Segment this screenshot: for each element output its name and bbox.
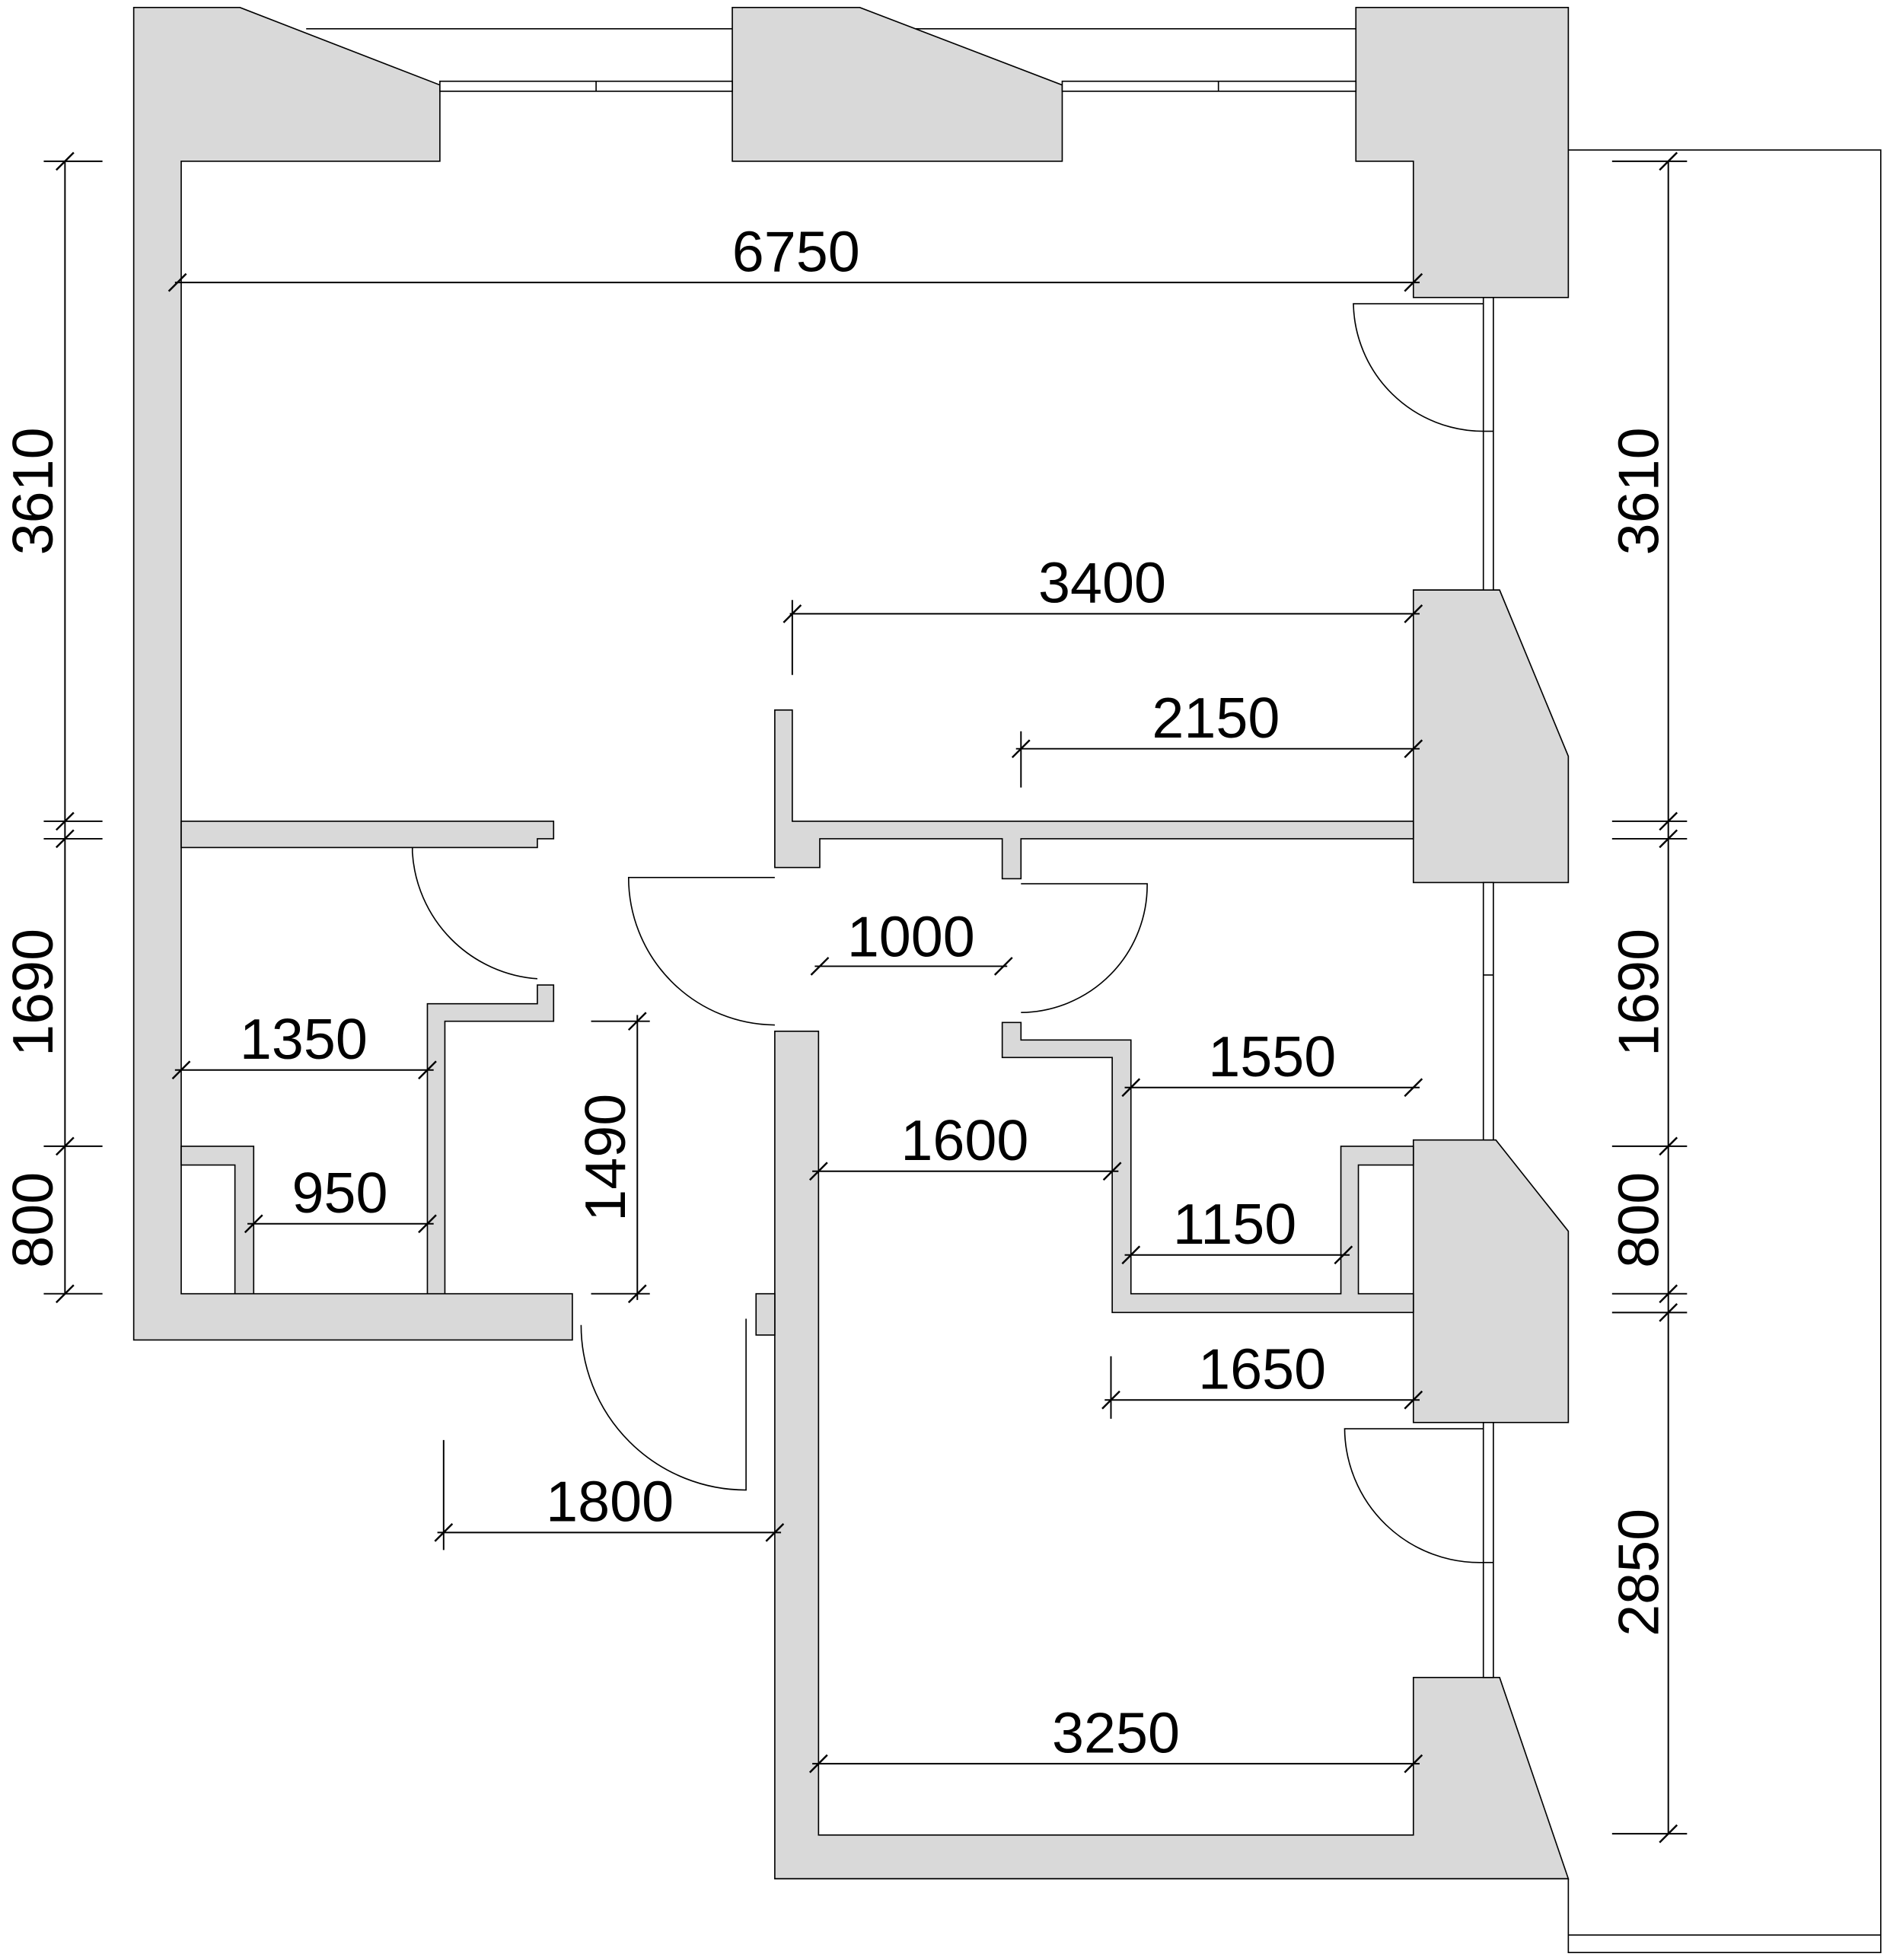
dimension-labels: 6750 3400 2150 1000 3610 1690 800 3610 1… <box>2 220 1672 1765</box>
door-balcony-bottom <box>1344 1428 1484 1563</box>
dim-label: 1690 <box>2 929 65 1056</box>
wall-closet <box>1001 1021 1414 1314</box>
dim-label: 950 <box>292 1162 388 1225</box>
doors <box>411 303 1484 1563</box>
dim-label: 3610 <box>1608 427 1672 555</box>
dim-label: 1650 <box>1198 1337 1326 1401</box>
door-bathroom <box>411 847 538 980</box>
dim-label: 1550 <box>1208 1025 1336 1089</box>
wall-partition-middle <box>774 709 1414 880</box>
wall-bedroom <box>774 1031 1570 1880</box>
dim-label: 2150 <box>1152 687 1280 751</box>
dim-label: 2850 <box>1608 1509 1672 1637</box>
dim-label: 800 <box>1608 1172 1672 1268</box>
wall-toilet <box>180 1146 255 1295</box>
door-balcony-top <box>1353 303 1484 432</box>
door-entry <box>580 1318 747 1491</box>
dim-label: 1350 <box>240 1008 368 1072</box>
dim-label: 6750 <box>732 220 860 284</box>
wall-bathroom <box>426 984 555 1295</box>
dim-label: 1150 <box>1173 1193 1296 1257</box>
door-living-right <box>1021 883 1148 1014</box>
dimension-lines <box>43 151 1688 1844</box>
dim-label: 1800 <box>546 1471 674 1535</box>
walls <box>132 7 1570 1880</box>
wall-top-right <box>1355 7 1570 298</box>
dim-label: 3610 <box>2 427 65 555</box>
wall-right-2 <box>1412 1139 1570 1423</box>
dim-label: 3400 <box>1038 552 1166 616</box>
dim-label: 1490 <box>574 1094 638 1222</box>
wall-entry-jamb <box>755 1292 776 1336</box>
dim-label: 3250 <box>1052 1701 1180 1765</box>
wall-right-1 <box>1412 589 1570 884</box>
dim-label: 1000 <box>847 905 975 969</box>
wall-top-middle <box>732 7 1063 162</box>
dim-label: 800 <box>2 1172 65 1268</box>
door-living-left <box>627 877 775 1026</box>
wall-partition-left <box>180 821 555 849</box>
dim-label: 1690 <box>1608 929 1672 1056</box>
dim-label: 1600 <box>900 1109 1028 1173</box>
windows <box>439 80 1494 1678</box>
wall-top-left <box>132 7 573 1341</box>
